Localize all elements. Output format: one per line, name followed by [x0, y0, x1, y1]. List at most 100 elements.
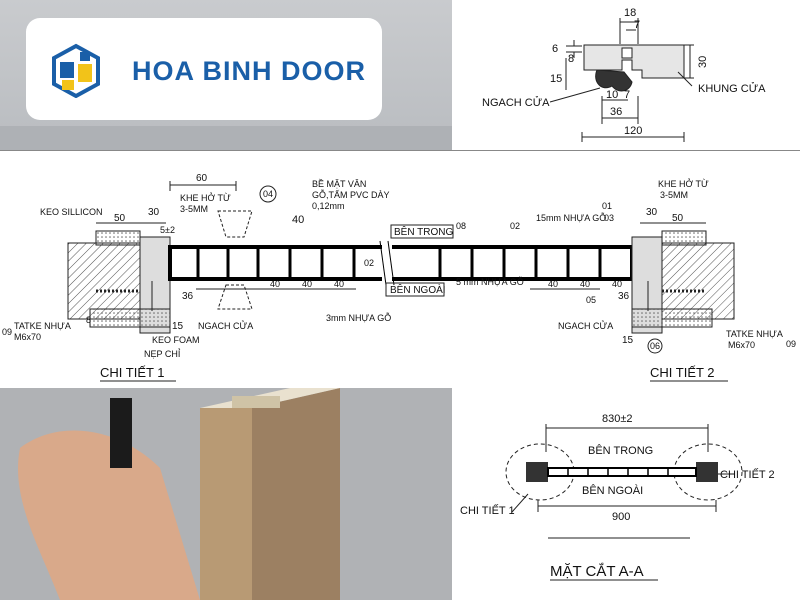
- door-cells: [196, 247, 602, 279]
- photo-stripe: [0, 126, 452, 150]
- label-khe-ho-range-left: 3-5MM: [180, 204, 208, 214]
- label-ben-ngoai: BÊN NGOÀI: [390, 283, 446, 296]
- plan-frame-right: [696, 462, 718, 482]
- dim-40-c: 40: [334, 279, 344, 289]
- callout-02a: 02: [510, 221, 520, 231]
- label-tatke-left-2: M6x70: [14, 332, 41, 342]
- phone-edge: [110, 398, 132, 468]
- label-ben-trong: BÊN TRONG: [394, 225, 453, 238]
- label-khe-ho-left: KHE HỞ TỪ: [180, 192, 231, 203]
- dim-30-right: 30: [646, 207, 658, 218]
- dim-15-left: 15: [172, 321, 184, 332]
- dim-40-f: 40: [612, 279, 622, 289]
- dim-15: 15: [550, 73, 562, 85]
- profile-detail-drawing: 18 7 6 8 15 30 10 7 36 120 NGACH CỬA KHU…: [452, 0, 800, 150]
- dim-60: 60: [196, 173, 208, 184]
- plan-width-bottom: 900: [612, 511, 630, 523]
- callout-03: 03: [604, 213, 614, 223]
- left-plaster: [95, 230, 141, 246]
- door-section-drawing: KEO SILLICON 50 30 5±2 KHE HỞ TỪ 3-5MM 6…: [0, 150, 800, 389]
- plan-ben-trong: BÊN TRONG: [588, 444, 653, 457]
- hand-shape: [18, 430, 201, 600]
- dim-40-main: 40: [292, 214, 304, 226]
- dim-5x2: 5±2: [160, 225, 175, 235]
- label-be-mat-1: BỀ MẶT VÂN: [312, 179, 366, 189]
- dim-120: 120: [624, 125, 642, 137]
- logo-card: HOA BINH DOOR: [26, 18, 382, 120]
- door-sample-front: [252, 388, 340, 600]
- label-chi-tiet-2: CHI TIẾT 2: [650, 365, 715, 380]
- label-khe-ho-range-right: 3-5MM: [660, 190, 688, 200]
- left-wall: [67, 242, 141, 320]
- callout-01: 01: [602, 201, 612, 211]
- dim-10: 10: [606, 89, 618, 101]
- label-chi-tiet-1: CHI TIẾT 1: [100, 365, 165, 380]
- dim-30-left: 30: [148, 207, 160, 218]
- hinge-top: [217, 210, 253, 238]
- gasket-profile: [595, 69, 633, 92]
- label-nhua-15: 15mm NHỰA GỖ: [536, 212, 606, 223]
- left-frame-base: [89, 308, 171, 328]
- label-tatke-right-2: M6x70: [728, 340, 755, 350]
- dim-36-right: 36: [618, 291, 630, 302]
- dim-15-right: 15: [622, 335, 634, 346]
- top-photo: HOA BINH DOOR: [0, 0, 452, 150]
- door-sample-photo: [0, 388, 452, 600]
- dim-50-left: 50: [114, 213, 126, 224]
- label-keo-foam: KEO FOAM: [152, 335, 200, 345]
- hbd-logo-icon: [52, 43, 100, 98]
- frame-slot: [621, 47, 633, 59]
- dim-8: 8: [568, 53, 574, 65]
- label-ngach-cua: NGACH CỬA: [482, 96, 550, 109]
- dim-7-top: 7: [634, 19, 640, 31]
- label-ngach-cua-left: NGACH CỬA: [198, 320, 253, 331]
- plan-title: MẶT CẮT A-A: [550, 562, 644, 580]
- callout-02b: 02: [364, 258, 374, 268]
- label-nep-chi: NẸP CHỈ: [144, 348, 181, 359]
- callout-06: 06: [650, 341, 660, 351]
- callout-08: 08: [456, 221, 466, 231]
- dim-40-e: 40: [580, 279, 590, 289]
- detail-circle-2: [673, 443, 743, 501]
- plan-leaf: [547, 467, 697, 477]
- dim-50-right: 50: [672, 213, 684, 224]
- right-frame-base: [631, 308, 713, 328]
- door-sample-side: [200, 408, 252, 600]
- dim-36-left: 36: [182, 291, 194, 302]
- plan-chi-tiet-1: CHI TIẾT 1: [460, 504, 515, 517]
- label-tatke-left-1: TATKE NHỰA: [14, 321, 71, 331]
- dim-36: 36: [610, 106, 622, 118]
- right-wall: [661, 242, 735, 320]
- label-khe-ho-right: KHE HỞ TỪ: [658, 178, 709, 189]
- label-nhua-5: 5 mm NHỰA GỖ: [456, 276, 524, 287]
- dim-40-a: 40: [270, 279, 280, 289]
- dim-30: 30: [697, 56, 709, 68]
- plan-width-top: 830±2: [602, 413, 633, 425]
- dim-18: 18: [624, 7, 636, 19]
- label-be-mat-2: GỖ,TẤM PVC DÀY: [312, 189, 390, 200]
- dim-6: 6: [552, 43, 558, 55]
- label-keo-sillicon: KEO SILLICON: [40, 207, 103, 217]
- dim-40-d: 40: [548, 279, 558, 289]
- callout-05: 05: [586, 295, 596, 305]
- hinge-bottom: [217, 284, 253, 310]
- door-leaf: [168, 245, 634, 281]
- callout-09-right: 09: [786, 339, 796, 349]
- label-tatke-right-1: TATKE NHỰA: [726, 329, 783, 339]
- callout-09-left: 09: [2, 327, 12, 337]
- plan-frame-left: [526, 462, 548, 482]
- plan-chi-tiet-2: CHI TIẾT 2: [720, 468, 775, 481]
- dim-8-left: 8: [86, 315, 91, 325]
- plan-ben-ngoai: BÊN NGOÀI: [582, 484, 643, 497]
- label-be-mat-3: 0,12mm: [312, 201, 345, 211]
- label-ngach-cua-right: NGACH CỬA: [558, 320, 613, 331]
- dim-7-bottom: 7: [624, 89, 630, 101]
- right-plaster: [661, 230, 707, 246]
- plan-section-drawing: 830±2 BÊN TRONG BÊN NGOÀI CHI TIẾT 1 CHI…: [452, 388, 800, 600]
- callout-04: 04: [263, 189, 273, 199]
- dim-40-b: 40: [302, 279, 312, 289]
- brand-name: HOA BINH DOOR: [132, 56, 366, 86]
- label-khung-cua: KHUNG CỬA: [698, 82, 766, 95]
- label-3mm: 3mm NHỰA GỖ: [326, 312, 391, 323]
- frame-profile: [583, 44, 685, 79]
